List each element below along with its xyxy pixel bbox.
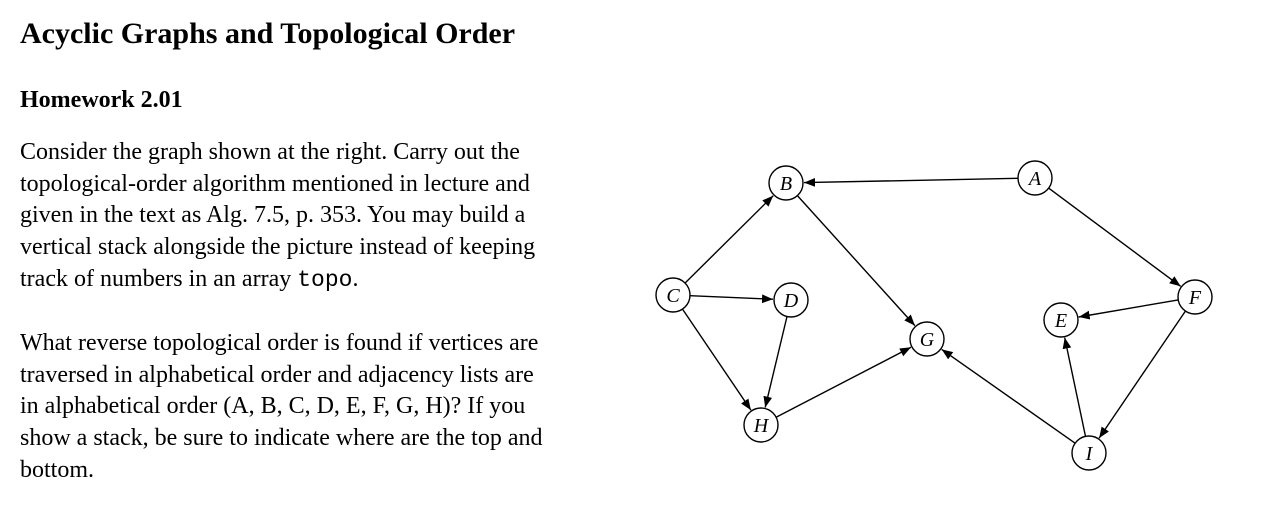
node-g: G <box>909 321 945 357</box>
edge-d-h <box>763 316 788 408</box>
node-label: A <box>1027 168 1042 190</box>
homework-heading: Homework 2.01 <box>20 87 183 113</box>
paragraph-line: What reverse topological order is found … <box>20 330 539 356</box>
line-text: track of numbers in an array <box>20 265 298 292</box>
paragraph-line: traversed in alphabetical order and adja… <box>20 361 534 388</box>
node-h: H <box>743 407 779 443</box>
node-label: D <box>783 290 799 312</box>
node-label: G <box>920 329 935 351</box>
paragraph-line: given in the text as Alg. 7.5, p. 353. Y… <box>20 202 526 229</box>
edge-c-h <box>681 308 752 411</box>
line-text: . <box>352 265 359 292</box>
directed-graph-figure: A B C D E F G H I <box>655 160 1213 471</box>
node-c: C <box>655 277 691 313</box>
paragraph-line: show a stack, be sure to indicate where … <box>20 425 543 452</box>
node-label: B <box>780 173 792 195</box>
node-e: E <box>1043 302 1079 338</box>
node-a: A <box>1017 160 1053 196</box>
code-topo: topo <box>297 266 353 293</box>
node-i: I <box>1071 435 1107 471</box>
edge-f-i <box>1098 310 1186 439</box>
node-b: B <box>768 165 804 201</box>
node-label: F <box>1188 287 1202 309</box>
node-f: F <box>1177 279 1213 315</box>
node-label: E <box>1054 310 1067 332</box>
edge-b-g <box>796 195 916 327</box>
node-d: D <box>773 282 809 318</box>
edge-a-b <box>803 177 1019 187</box>
edge-i-g <box>941 348 1076 444</box>
problem-paragraph: Consider the graph shown at the right. C… <box>20 137 610 297</box>
edge-a-f <box>1048 187 1182 287</box>
node-label: I <box>1085 443 1094 465</box>
paragraph-line: in alphabetical order (A, B, C, D, E, F,… <box>20 393 526 420</box>
edge-f-e <box>1078 299 1179 320</box>
edge-c-b <box>684 195 774 284</box>
paragraph-line: bottom. <box>20 456 95 483</box>
edge-h-g <box>775 346 912 418</box>
paragraph-line: vertical stack alongside the picture ins… <box>20 234 536 261</box>
page-title: Acyclic Graphs and Topological Order <box>20 17 516 50</box>
paragraph-line: Consider the graph shown at the right. C… <box>20 139 520 165</box>
node-label: H <box>753 415 770 437</box>
edge-i-e <box>1062 337 1087 437</box>
question-paragraph: What reverse topological order is found … <box>20 328 610 487</box>
node-label: C <box>666 285 680 307</box>
edge-c-d <box>689 294 774 304</box>
paragraph-line: track of numbers in an array topo. <box>20 264 610 297</box>
paragraph-line: topological-order algorithm mentioned in… <box>20 170 530 197</box>
